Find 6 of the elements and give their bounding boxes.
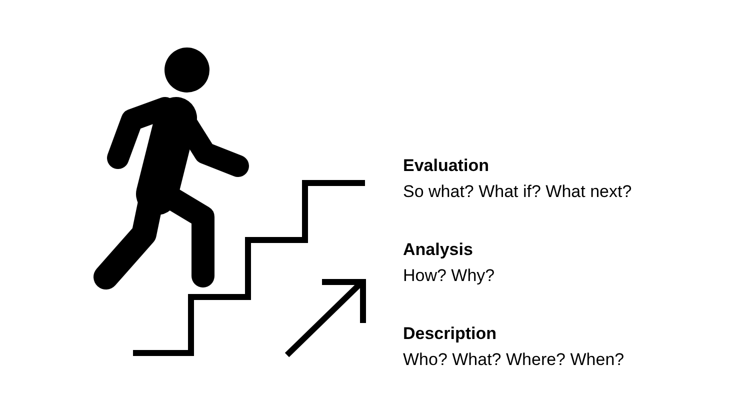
level-questions: Who? What? Where? When? <box>403 350 624 370</box>
level-heading: Evaluation <box>403 156 489 176</box>
level-questions: How? Why? <box>403 266 495 286</box>
level-heading: Description <box>403 324 497 344</box>
level-questions: So what? What if? What next? <box>403 182 632 202</box>
level-heading: Analysis <box>403 240 473 260</box>
